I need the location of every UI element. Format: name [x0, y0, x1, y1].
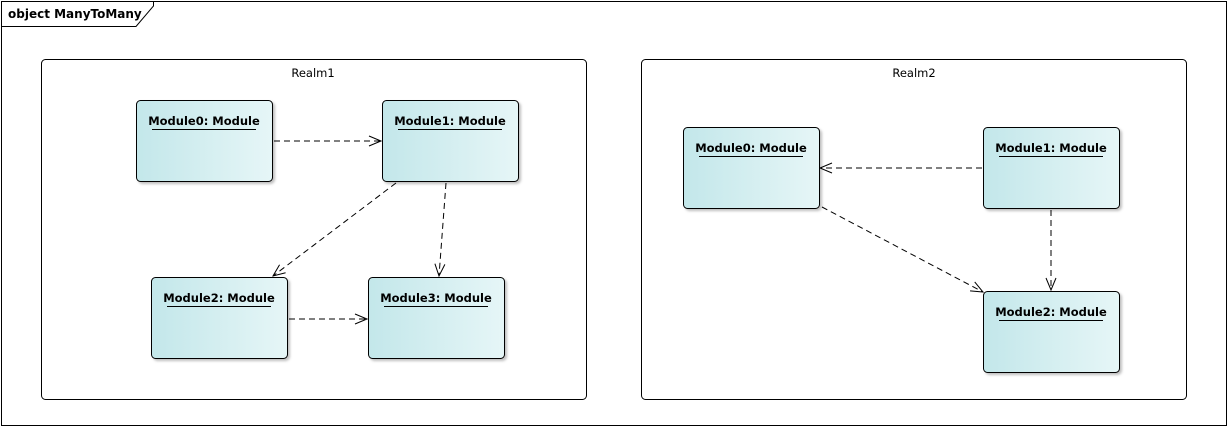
object-label: Module2: Module — [995, 305, 1107, 319]
dependency-arrows — [273, 141, 1051, 319]
object-box — [683, 127, 820, 209]
object-box — [136, 100, 273, 182]
object-realm1-module3[interactable]: Module3: Module — [368, 277, 505, 359]
object-realm1-module0[interactable]: Module0: Module — [136, 100, 273, 182]
object-realm2-module1[interactable]: Module1: Module — [983, 127, 1120, 209]
diagram-title-tab — [1, 1, 154, 27]
object-box — [983, 291, 1120, 373]
dependency-r1-m1-m3[interactable] — [439, 182, 447, 276]
object-realm2-module0[interactable]: Module0: Module — [683, 127, 820, 209]
object-realm2-module2[interactable]: Module2: Module — [983, 291, 1120, 373]
object-label: Module1: Module — [995, 141, 1107, 155]
realm-2-label: Realm2 — [892, 66, 935, 80]
object-box — [151, 277, 288, 359]
diagram-title: object ManyToMany — [8, 7, 142, 21]
object-label: Module0: Module — [148, 114, 260, 128]
realm-1-label: Realm1 — [291, 66, 334, 80]
object-box — [382, 100, 519, 182]
object-box — [983, 127, 1120, 209]
object-box — [368, 277, 505, 359]
object-label: Module0: Module — [695, 141, 807, 155]
object-label: Module3: Module — [380, 291, 492, 305]
object-label: Module1: Module — [394, 114, 506, 128]
dependency-r1-m1-m2[interactable] — [273, 182, 397, 276]
object-realm1-module2[interactable]: Module2: Module — [151, 277, 288, 359]
object-realm1-module1[interactable]: Module1: Module — [382, 100, 519, 182]
object-label: Module2: Module — [163, 291, 275, 305]
dependency-r2-m0-m2[interactable] — [821, 206, 983, 292]
